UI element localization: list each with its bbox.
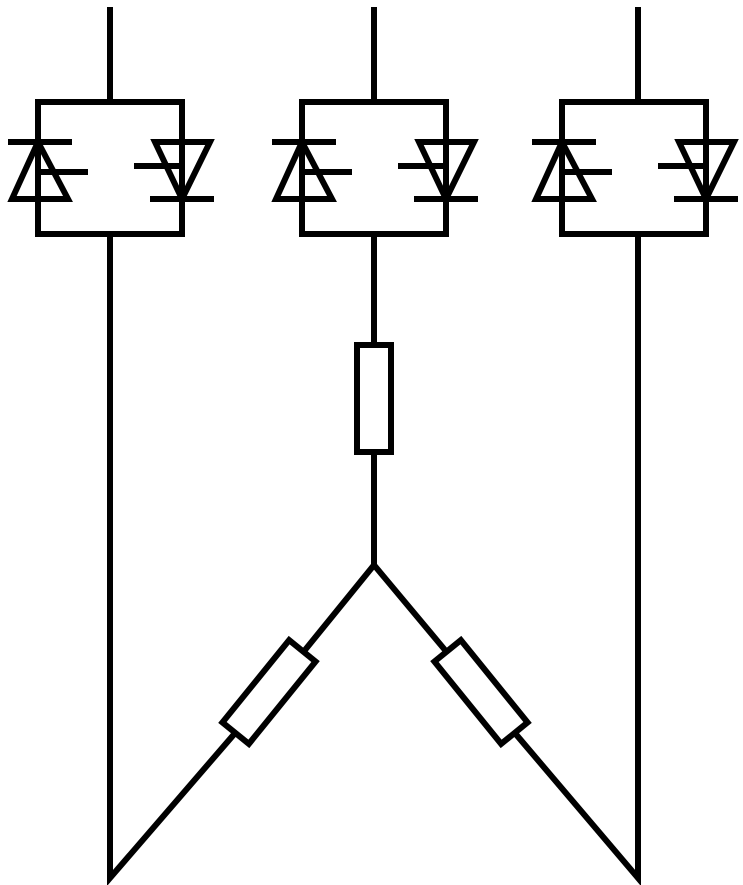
thyristor-pair-center [271,99,479,237]
resistor-right [430,635,532,749]
thyristor-down-symbol [398,139,479,206]
thyristor-down-symbol [658,139,739,206]
thyristor-pair-left [7,99,215,237]
resistor-network [218,342,532,749]
resistor-center [354,342,394,455]
left-phase-line [107,7,239,885]
resistor-left [218,635,320,749]
thyristor-down-symbol [134,139,215,206]
thyristor-up-symbol [7,135,88,202]
thyristor-up-symbol [271,135,352,202]
thyristor-up-symbol [531,135,612,202]
thyristor-pair-right [531,99,739,237]
phase-lines [107,7,641,885]
right-phase-line [511,7,641,885]
center-phase-line [302,7,448,652]
